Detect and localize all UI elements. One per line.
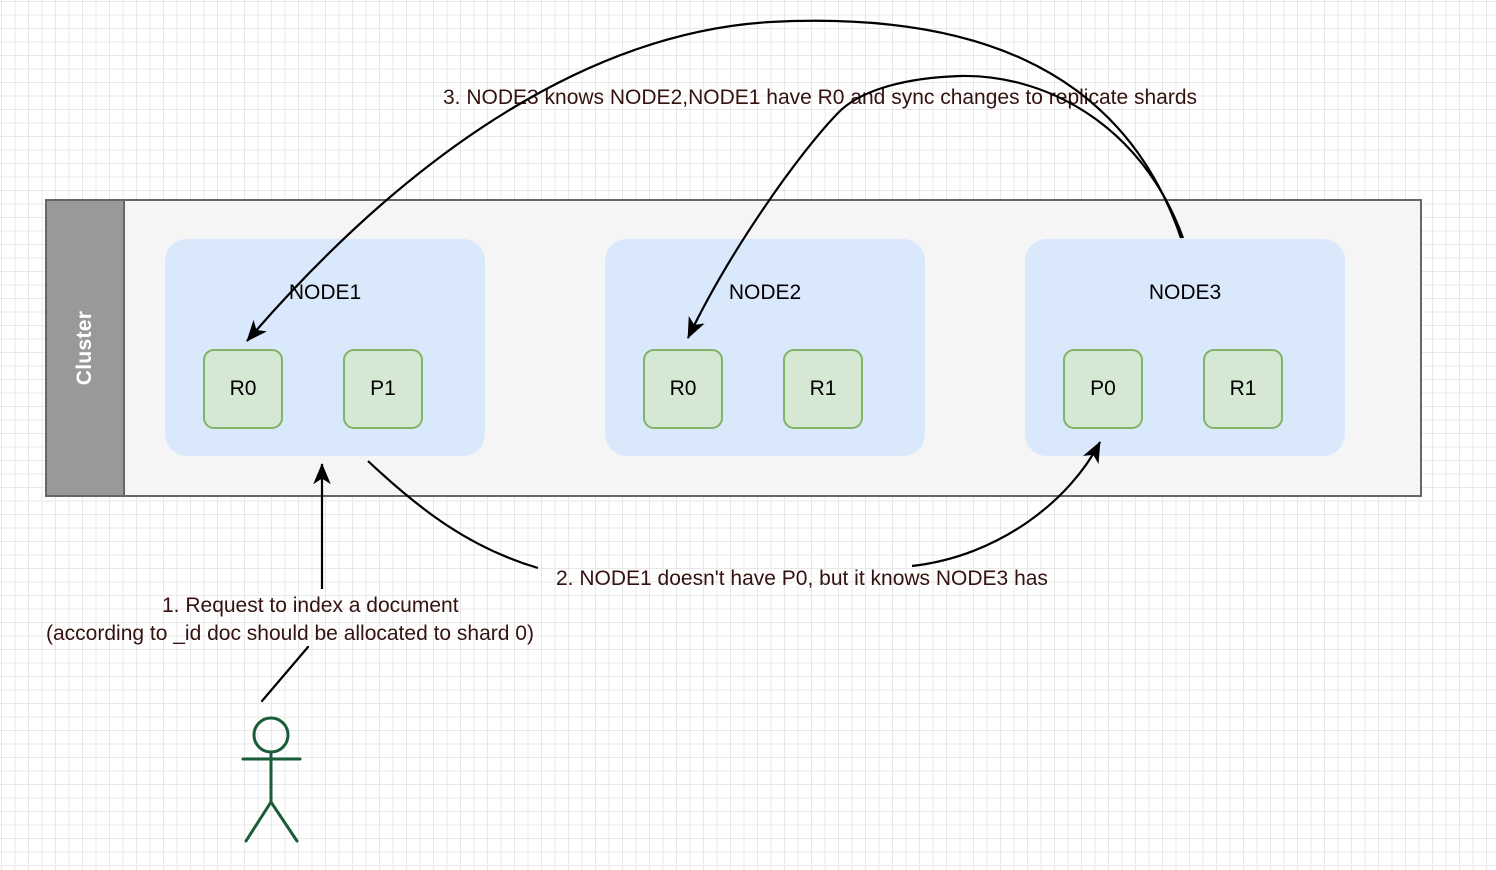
- cluster-label: Cluster: [72, 310, 96, 386]
- node-label-node1: NODE1: [288, 281, 362, 304]
- stick-figure-actor: [241, 716, 302, 843]
- node-label-node2: NODE2: [728, 281, 802, 304]
- node-box-node2[interactable]: NODE2 R0 R1: [605, 239, 925, 456]
- node-label-node3: NODE3: [1148, 281, 1222, 304]
- shard-node2-0[interactable]: R0: [643, 349, 723, 429]
- node-box-node3[interactable]: NODE3 P0 R1: [1025, 239, 1345, 456]
- annotation-step1-line1: 1. Request to index a document: [162, 594, 459, 617]
- actor-head: [252, 716, 290, 754]
- shard-node1-0[interactable]: R0: [203, 349, 283, 429]
- annotation-step2: 2. NODE1 doesn't have P0, but it knows N…: [556, 567, 1048, 590]
- annotation-step1-line2: (according to _id doc should be allocate…: [46, 622, 534, 645]
- shard-node1-1[interactable]: P1: [343, 349, 423, 429]
- shard-node2-1[interactable]: R1: [783, 349, 863, 429]
- cluster-tab: Cluster: [45, 199, 125, 497]
- actor-legs: [244, 799, 299, 843]
- actor-connector-line: [260, 645, 310, 703]
- shard-node3-1[interactable]: R1: [1203, 349, 1283, 429]
- shard-node3-0[interactable]: P0: [1063, 349, 1143, 429]
- annotation-step3: 3. NODE3 knows NODE2,NODE1 have R0 and s…: [443, 86, 1198, 109]
- node-box-node1[interactable]: NODE1 R0 P1: [165, 239, 485, 456]
